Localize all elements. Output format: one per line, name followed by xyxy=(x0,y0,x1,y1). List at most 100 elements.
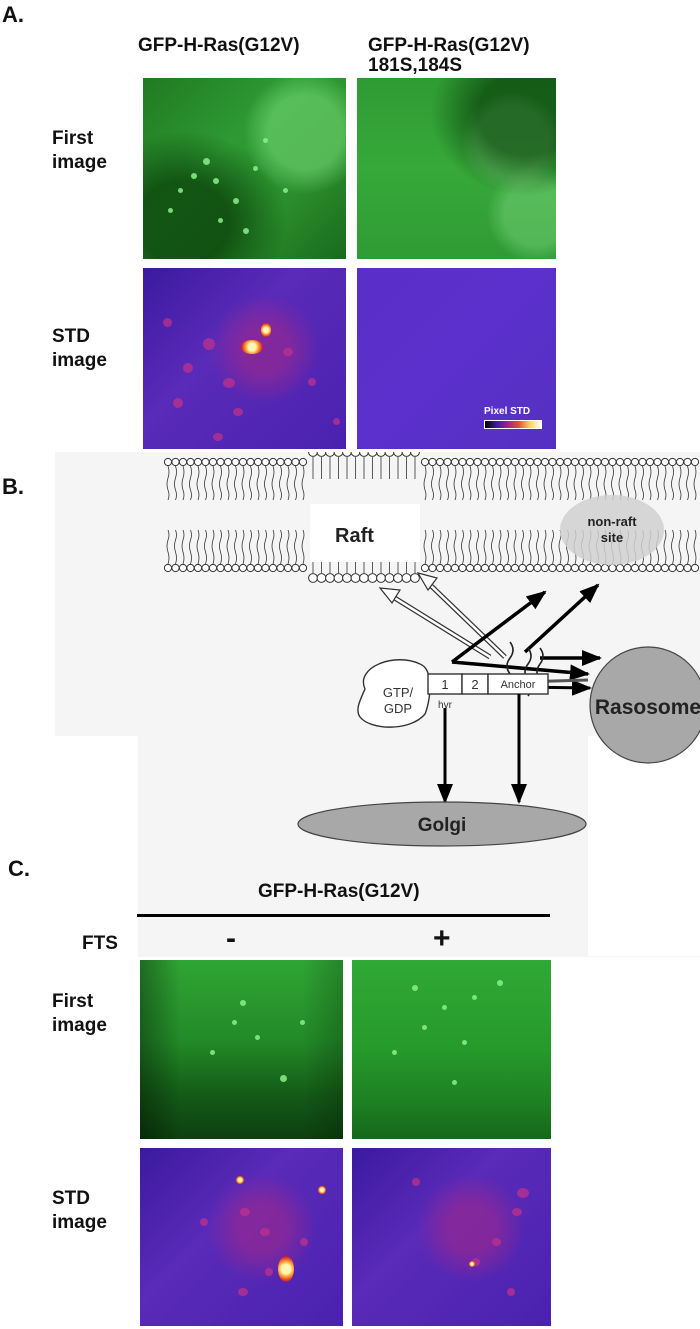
lipid-head xyxy=(540,563,550,573)
raft-lipid-head xyxy=(367,452,378,457)
lipid-tail xyxy=(234,465,237,501)
lipid-head xyxy=(683,563,692,573)
lipid-tail xyxy=(446,529,449,565)
lipid-head xyxy=(480,457,490,467)
lipid-head xyxy=(495,457,505,467)
hvr-label: hvr xyxy=(438,700,453,711)
panel-c-row1-label: First image xyxy=(52,990,107,1038)
lipid-tail xyxy=(226,529,230,565)
panel-a-row2-line1: STD xyxy=(52,326,90,347)
lipid-head xyxy=(261,563,270,573)
lipid-tail xyxy=(663,529,667,565)
raft-lipid-head xyxy=(359,573,369,583)
lipid-head xyxy=(645,457,655,467)
lipid-head xyxy=(533,457,542,467)
lipid-tail xyxy=(491,465,494,501)
raft-lipid-head xyxy=(342,573,352,583)
raft-lipid-head xyxy=(316,573,327,583)
lipid-head xyxy=(503,563,512,573)
lipid-tail xyxy=(558,465,562,501)
black-arrow-rasosome-2 xyxy=(451,660,590,681)
lipid-bilayer xyxy=(163,452,700,583)
lipid-tail xyxy=(693,465,697,501)
lipid-head xyxy=(555,563,565,573)
lipid-head xyxy=(450,563,460,573)
panel-c-std-image-fts xyxy=(352,1148,551,1326)
lipid-tail xyxy=(483,465,487,501)
lipid-head xyxy=(660,563,670,573)
lipid-tail xyxy=(678,465,682,501)
lipid-head xyxy=(630,563,640,573)
lipid-tail xyxy=(181,465,185,501)
panel-a-col2-header-line2: 181S,184S xyxy=(368,55,463,76)
raft-lipid-head xyxy=(376,573,386,583)
lipid-tail xyxy=(528,529,532,565)
raft-lipid-head xyxy=(316,452,327,457)
lipid-tail xyxy=(686,529,689,565)
lipid-head xyxy=(253,563,263,573)
lipid-head xyxy=(668,563,677,573)
raft-lipid-head xyxy=(350,573,361,583)
lipid-tail xyxy=(528,465,532,501)
lipid-tail xyxy=(249,465,252,501)
lipid-tail xyxy=(551,529,554,565)
lipid-head xyxy=(163,563,173,573)
lipid-tail xyxy=(196,465,200,501)
panel-a-col1-header: GFP-H-Ras(G12V) xyxy=(138,35,300,56)
lipid-head xyxy=(231,563,240,573)
lipid-tail xyxy=(219,465,222,501)
lipid-head xyxy=(570,457,580,467)
ras-model-diagram: Raft non-raft site Rasosome GTP/ GDP 1 2… xyxy=(163,452,700,847)
hvr-box-1-label: 1 xyxy=(441,677,448,692)
gtp-label: GTP/ xyxy=(383,685,414,700)
lipid-tail xyxy=(431,465,434,501)
lipid-head xyxy=(690,563,700,573)
lipid-tail xyxy=(256,529,260,565)
lipid-head xyxy=(615,563,625,573)
panel-a-row2-line2: image xyxy=(52,350,107,371)
panel-a-first-image-mutant xyxy=(357,78,556,259)
lipid-tail xyxy=(611,465,614,501)
lipid-tail xyxy=(189,465,192,501)
lipid-tail xyxy=(423,529,427,565)
lipid-head xyxy=(238,563,248,573)
pixel-std-colorbar xyxy=(484,420,542,429)
raft-lipid-head xyxy=(410,573,420,583)
lipid-head xyxy=(668,457,677,467)
lipid-head xyxy=(525,563,535,573)
lipid-tail xyxy=(166,529,170,565)
lipid-tail xyxy=(234,529,237,565)
panel-c-row1-line2: image xyxy=(52,1015,107,1036)
golgi-label: Golgi xyxy=(418,815,467,836)
lipid-head xyxy=(585,563,595,573)
lipid-head xyxy=(246,563,255,573)
lipid-head xyxy=(608,457,617,467)
panel-c-std-image-control xyxy=(140,1148,343,1326)
black-arrow-nonraft-1 xyxy=(450,590,547,664)
raft-lipid-head xyxy=(401,573,412,583)
lipid-head xyxy=(443,457,452,467)
lipid-tail xyxy=(174,465,177,501)
lipid-head xyxy=(163,457,173,467)
lipid-tail xyxy=(633,465,637,501)
lipid-head xyxy=(465,563,475,573)
lipid-head xyxy=(246,457,255,467)
lipid-head xyxy=(690,457,700,467)
panel-a-row1-line2: image xyxy=(52,152,107,173)
raft-lipid-head xyxy=(333,452,344,457)
lipid-head xyxy=(420,563,430,573)
raft-lipid-head xyxy=(410,452,420,457)
raft-label: Raft xyxy=(335,525,374,547)
lipid-tail xyxy=(498,529,502,565)
lipid-head xyxy=(223,457,233,467)
lipid-head xyxy=(518,563,527,573)
lipid-tail xyxy=(286,529,290,565)
lipid-head xyxy=(193,563,203,573)
panel-a-row1-label: First image xyxy=(52,127,107,175)
panel-c-row1-line1: First xyxy=(52,991,94,1012)
lipid-head xyxy=(585,457,595,467)
raft-lipid-head xyxy=(401,452,412,457)
black-arrow-nonraft-2 xyxy=(523,583,600,654)
fts-plus: + xyxy=(433,922,451,955)
lipid-head xyxy=(458,563,467,573)
